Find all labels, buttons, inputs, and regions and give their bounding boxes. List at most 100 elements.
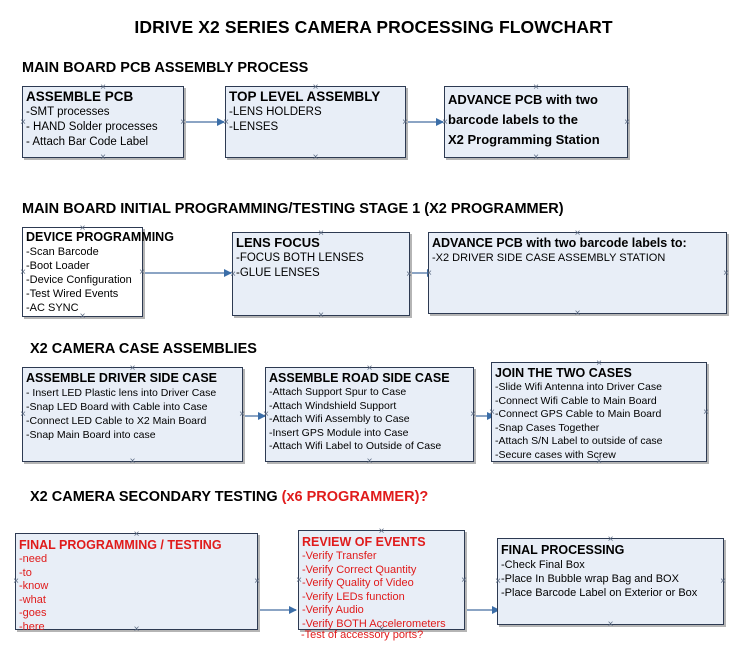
node-heading: ADVANCE PCB with two: [448, 92, 598, 107]
node-line: -Insert GPS Module into Case: [269, 426, 409, 439]
node-line: -FOCUS BOTH LENSES: [236, 252, 364, 264]
node-line: -LENS HOLDERS: [229, 106, 322, 118]
connector-handle-left[interactable]: [441, 118, 450, 127]
connector-handle-right[interactable]: [719, 577, 728, 586]
connector-handle-right[interactable]: [722, 269, 731, 278]
node-heading: LENS FOCUS: [236, 235, 320, 250]
connector-handle-right[interactable]: [405, 270, 414, 279]
node-assemble-driver-side-case[interactable]: ASSEMBLE DRIVER SIDE CASE - Insert LED P…: [22, 367, 243, 462]
node-line: -GLUE LENSES: [236, 267, 320, 279]
connector-handle-bottom[interactable]: [365, 457, 374, 466]
connector-handle-left[interactable]: [494, 577, 503, 586]
node-top-level-assembly[interactable]: TOP LEVEL ASSEMBLY -LENS HOLDERS -LENSES: [225, 86, 406, 158]
connector-handle-bottom[interactable]: [99, 153, 108, 162]
node-line: -need: [19, 553, 48, 565]
node-line: - Insert LED Plastic lens into Driver Ca…: [26, 387, 217, 399]
section-header-x2-camera-secondary-testing: X2 CAMERA SECONDARY TESTING (x6 PROGRAMM…: [30, 489, 428, 505]
arrow-head-icon: [289, 606, 297, 614]
connector-handle-left[interactable]: [295, 576, 304, 585]
connector-handle-bottom[interactable]: [606, 620, 615, 629]
connector-handle-bottom[interactable]: [128, 457, 137, 466]
connector-handle-top[interactable]: [532, 83, 541, 92]
connector-handle-left[interactable]: [425, 269, 434, 278]
connector-handle-right[interactable]: [253, 577, 262, 586]
node-assemble-pcb[interactable]: ASSEMBLE PCB -SMT processes - HAND Solde…: [22, 86, 184, 158]
connector-device-programming-to-lens-focus: [145, 269, 232, 277]
node-line: -Attach Wifi Assembly to Case: [269, 413, 410, 425]
connector-handle-right[interactable]: [702, 408, 711, 417]
node-line: -Attach Windshield Support: [269, 399, 397, 412]
connector-handle-left[interactable]: [488, 408, 497, 417]
connector-top-level-assembly-to-advance-pcb: [408, 118, 444, 126]
node-line: -know: [19, 580, 49, 592]
node-line: -Secure cases with Screw: [495, 448, 616, 461]
connector-handle-left[interactable]: [12, 577, 21, 586]
node-line: -Verify LEDs function: [302, 590, 405, 603]
node-line: -Snap LED Board with Cable into Case: [26, 401, 208, 413]
node-heading: FINAL PROCESSING: [501, 543, 625, 557]
section-header-x2-camera-case-assemblies: X2 CAMERA CASE ASSEMBLIES: [30, 341, 257, 357]
connector-handle-left[interactable]: [19, 268, 28, 277]
node-join-the-two-cases[interactable]: JOIN THE TWO CASES -Slide Wifi Antenna i…: [491, 362, 707, 462]
node-line: -what: [19, 593, 46, 606]
section-header-text: MAIN BOARD PCB ASSEMBLY PROCESS: [22, 60, 309, 76]
connector-review-of-events-to-final-processing: [467, 606, 500, 614]
connector-handle-right[interactable]: [460, 576, 469, 585]
node-line: -Verify BOTH Accelerometers: [302, 617, 446, 630]
node-line: -X2 DRIVER SIDE CASE ASSEMBLY STATION: [432, 252, 666, 264]
connector-handle-left[interactable]: [19, 118, 28, 127]
node-lens-focus[interactable]: LENS FOCUS -FOCUS BOTH LENSES -GLUE LENS…: [232, 232, 410, 316]
node-assemble-road-side-case[interactable]: ASSEMBLE ROAD SIDE CASE -Attach Support …: [265, 367, 474, 462]
node-line: -Connect LED Cable to X2 Main Board: [26, 415, 207, 427]
connector-handle-top[interactable]: [132, 530, 141, 539]
node-line: -LENSES: [229, 121, 279, 133]
connector-handle-top[interactable]: [606, 535, 615, 544]
node-line: -Snap Main Board into case: [26, 429, 156, 441]
node-heading: TOP LEVEL ASSEMBLY: [229, 89, 381, 104]
node-line: -AC SYNC: [26, 302, 79, 314]
connector-handle-left[interactable]: [229, 270, 238, 279]
node-final-processing[interactable]: FINAL PROCESSING -Check Final Box -Place…: [497, 538, 724, 625]
connector-handle-top[interactable]: [377, 527, 386, 536]
connector-handle-top[interactable]: [573, 229, 582, 238]
connector-handle-bottom[interactable]: [532, 153, 541, 162]
node-device-programming[interactable]: DEVICE PROGRAMMING -Scan Barcode -Boot L…: [19, 224, 174, 317]
node-line: -here: [19, 620, 45, 633]
node-line: -Verify Audio: [302, 604, 364, 616]
connector-handle-bottom[interactable]: [132, 625, 141, 634]
node-review-of-events[interactable]: REVIEW OF EVENTS -Verify Transfer -Verif…: [298, 530, 465, 630]
node-line: -Place Barcode Label on Exterior or Box: [501, 587, 698, 599]
connector-handle-left[interactable]: [262, 410, 271, 419]
connector-handle-top[interactable]: [99, 83, 108, 92]
connector-handle-top[interactable]: [78, 224, 87, 233]
node-line: -Attach S/N Label to outside of case: [495, 435, 663, 447]
node-line: -Place In Bubble wrap Bag and BOX: [501, 573, 679, 585]
connector-handle-right[interactable]: [623, 118, 632, 127]
section-header-annotation: (x6 PROGRAMMER)?: [281, 489, 429, 505]
connector-handle-bottom[interactable]: [78, 312, 87, 321]
connector-handle-bottom[interactable]: [311, 153, 320, 162]
node-heading: ASSEMBLE ROAD SIDE CASE: [269, 371, 450, 385]
node-heading: JOIN THE TWO CASES: [495, 366, 632, 380]
connector-handle-bottom[interactable]: [595, 457, 604, 466]
node-final-programming-testing[interactable]: FINAL PROGRAMMING / TESTING -need -to -k…: [12, 530, 258, 633]
connector-handle-top[interactable]: [128, 364, 137, 373]
node-advance-pcb-programming-station[interactable]: ADVANCE PCB with two barcode labels to t…: [444, 86, 628, 158]
node-line: -Check Final Box: [501, 559, 585, 571]
connector-handle-bottom[interactable]: [317, 311, 326, 320]
connector-handle-top[interactable]: [317, 229, 326, 238]
connector-final-programming-to-review-of-events: [260, 606, 297, 614]
connector-handle-bottom[interactable]: [573, 309, 582, 318]
node-advance-pcb-driver-side-case[interactable]: ADVANCE PCB with two barcode labels to: …: [428, 232, 727, 314]
connector-handle-top[interactable]: [365, 364, 374, 373]
node-line: barcode labels to the: [448, 112, 579, 127]
connector-handle-top[interactable]: [311, 83, 320, 92]
node-line: -Verify Correct Quantity: [302, 563, 417, 576]
node-line: X2 Programming Station: [448, 132, 600, 147]
connector-handle-left[interactable]: [222, 118, 231, 127]
node-line: -Device Configuration: [26, 274, 132, 286]
connector-handle-left[interactable]: [19, 410, 28, 419]
node-heading: REVIEW OF EVENTS: [302, 535, 426, 549]
connector-handle-top[interactable]: [595, 359, 604, 368]
